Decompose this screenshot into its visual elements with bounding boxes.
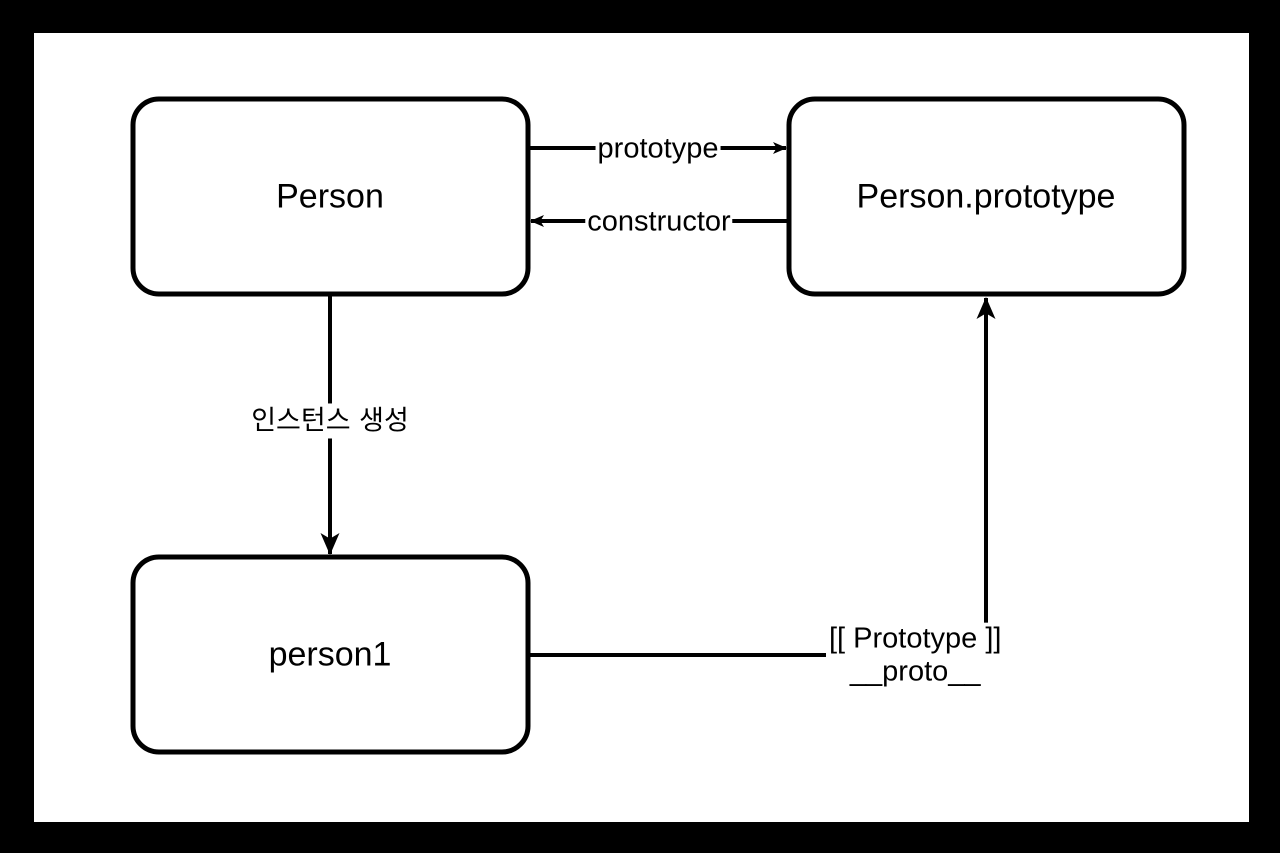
edge-constructor-label: constructor xyxy=(585,205,733,239)
edge-proto-link-label-line2: __proto__ xyxy=(849,656,981,688)
edge-proto-link-label: [[ Prototype ]] __proto__ xyxy=(826,622,1005,690)
node-person1-label: person1 xyxy=(268,635,392,674)
edge-instance-label: 인스턴스 생성 xyxy=(245,403,415,439)
node-person-prototype-label: Person.prototype xyxy=(856,177,1116,216)
edge-prototype-label: prototype xyxy=(595,132,721,166)
node-person-label: Person xyxy=(276,177,384,216)
edge-proto-link-line xyxy=(528,297,996,657)
node-person-prototype-shape[interactable] xyxy=(786,96,1187,297)
edge-proto-link-label-line1: [[ Prototype ]] xyxy=(829,622,1002,655)
